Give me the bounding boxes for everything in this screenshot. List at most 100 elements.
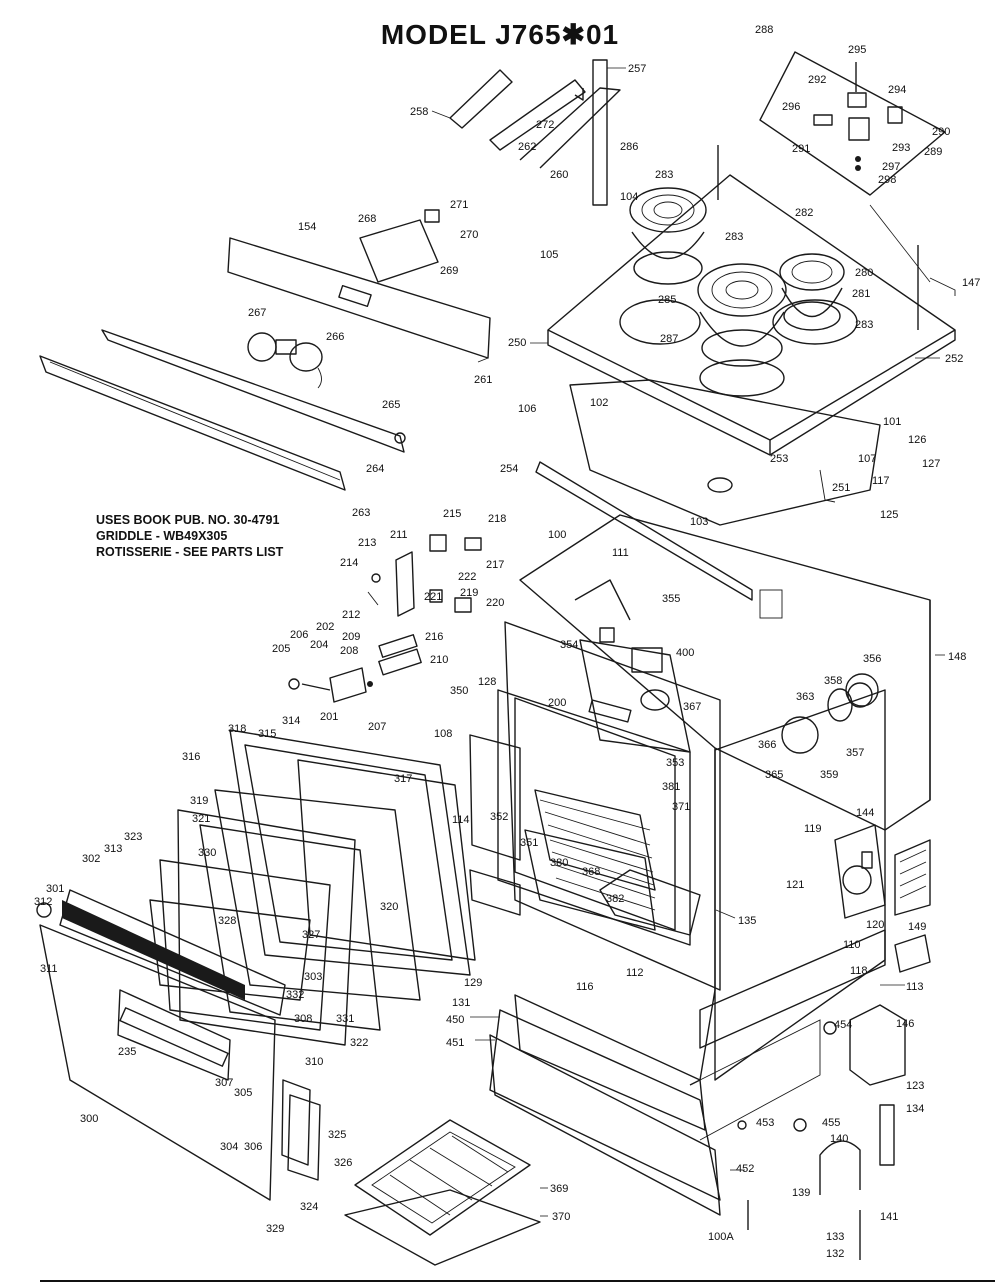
oven-racks <box>524 789 656 931</box>
callout-400: 400 <box>676 647 694 659</box>
callout-366: 366 <box>758 739 776 751</box>
callout-291: 291 <box>792 143 810 155</box>
callout-329: 329 <box>266 1223 284 1235</box>
callout-211: 211 <box>390 529 408 541</box>
callout-272: 272 <box>536 119 554 131</box>
callout-351: 351 <box>520 837 538 849</box>
storage-drawer <box>489 994 821 1216</box>
callout-283-b: 283 <box>725 231 743 243</box>
callout-154: 154 <box>298 221 316 233</box>
callout-302: 302 <box>82 853 100 865</box>
leveling-parts <box>737 1004 906 1260</box>
callout-147: 147 <box>962 277 980 289</box>
callout-219: 219 <box>460 587 478 599</box>
broiler-pan-369 <box>344 1119 541 1266</box>
callout-121: 121 <box>786 879 804 891</box>
callout-290: 290 <box>932 126 950 138</box>
timer-144 <box>834 824 886 919</box>
callout-146: 146 <box>896 1018 914 1030</box>
callout-205: 205 <box>272 643 290 655</box>
callout-358: 358 <box>824 675 842 687</box>
callout-144: 144 <box>856 807 874 819</box>
callout-324: 324 <box>300 1201 318 1213</box>
callout-labels: 288 295 292 294 296 290 291 293 289 297 … <box>34 24 980 1260</box>
callout-320: 320 <box>380 901 398 913</box>
thermostat-355 <box>574 579 670 711</box>
callout-296: 296 <box>782 101 800 113</box>
callout-285: 285 <box>658 294 676 306</box>
callout-117: 117 <box>872 475 890 487</box>
cooktop-250 <box>547 145 956 456</box>
callout-133: 133 <box>826 1231 844 1243</box>
note-rotisserie: ROTISSERIE - SEE PARTS LIST <box>96 545 284 559</box>
callout-452: 452 <box>736 1163 754 1175</box>
callout-352: 352 <box>490 811 508 823</box>
callout-455: 455 <box>822 1117 840 1129</box>
callout-268: 268 <box>358 213 376 225</box>
callout-220: 220 <box>486 597 504 609</box>
callout-140: 140 <box>830 1133 848 1145</box>
callout-116: 116 <box>576 981 594 993</box>
callout-300: 300 <box>80 1113 98 1125</box>
callout-365: 365 <box>765 769 783 781</box>
callout-251: 251 <box>832 482 850 494</box>
callout-380: 380 <box>550 857 568 869</box>
callout-297: 297 <box>882 161 900 173</box>
callout-314: 314 <box>282 715 300 727</box>
callout-257: 257 <box>628 63 646 75</box>
callout-235: 235 <box>118 1046 136 1058</box>
bottom-rule <box>40 1280 995 1282</box>
callout-350: 350 <box>450 685 468 697</box>
callout-318: 318 <box>228 723 246 735</box>
callout-294: 294 <box>888 84 906 96</box>
callout-288: 288 <box>755 24 773 36</box>
callout-107: 107 <box>858 453 876 465</box>
callout-326: 326 <box>334 1157 352 1169</box>
surface-unit-right <box>779 253 845 331</box>
callout-313: 313 <box>104 843 122 855</box>
door-latch-201 <box>288 634 422 703</box>
callout-102: 102 <box>590 397 608 409</box>
callout-123: 123 <box>906 1080 924 1092</box>
callout-369: 369 <box>550 1183 568 1195</box>
callout-271: 271 <box>450 199 468 211</box>
callout-108: 108 <box>434 728 452 740</box>
callout-269: 269 <box>440 265 458 277</box>
callout-217: 217 <box>486 559 504 571</box>
callout-214: 214 <box>340 557 358 569</box>
callout-261: 261 <box>474 374 492 386</box>
callout-148: 148 <box>948 651 966 663</box>
callout-330: 330 <box>198 847 216 859</box>
callout-200: 200 <box>548 697 566 709</box>
lamp-266-267 <box>247 332 323 389</box>
callout-212: 212 <box>342 609 360 621</box>
broil-element-200 <box>588 699 632 723</box>
callout-289: 289 <box>924 146 942 158</box>
callout-312: 312 <box>34 896 52 908</box>
callout-118: 118 <box>850 965 868 977</box>
callout-451: 451 <box>446 1037 464 1049</box>
switch-parts-211 <box>367 534 482 617</box>
callout-128: 128 <box>478 676 496 688</box>
callout-260: 260 <box>550 169 568 181</box>
callout-304: 304 <box>220 1141 238 1153</box>
callout-253: 253 <box>770 453 788 465</box>
parts-notes: USES BOOK PUB. NO. 30-4791 GRIDDLE - WB4… <box>96 512 283 560</box>
callout-114: 114 <box>452 814 470 826</box>
side-panel-108 <box>469 734 521 916</box>
callout-371: 371 <box>672 801 690 813</box>
callout-292: 292 <box>808 74 826 86</box>
callout-202: 202 <box>316 621 334 633</box>
callout-281: 281 <box>852 288 870 300</box>
callout-322: 322 <box>350 1037 368 1049</box>
oven-liner-350 <box>497 639 691 946</box>
callout-141: 141 <box>880 1211 898 1223</box>
callout-331: 331 <box>336 1013 354 1025</box>
callout-323: 323 <box>124 831 142 843</box>
callout-110: 110 <box>843 939 861 951</box>
callout-265: 265 <box>382 399 400 411</box>
cooktop-pan-101 <box>569 379 881 526</box>
callout-295: 295 <box>848 44 866 56</box>
support-bar-254 <box>535 461 753 601</box>
callout-325: 325 <box>328 1129 346 1141</box>
